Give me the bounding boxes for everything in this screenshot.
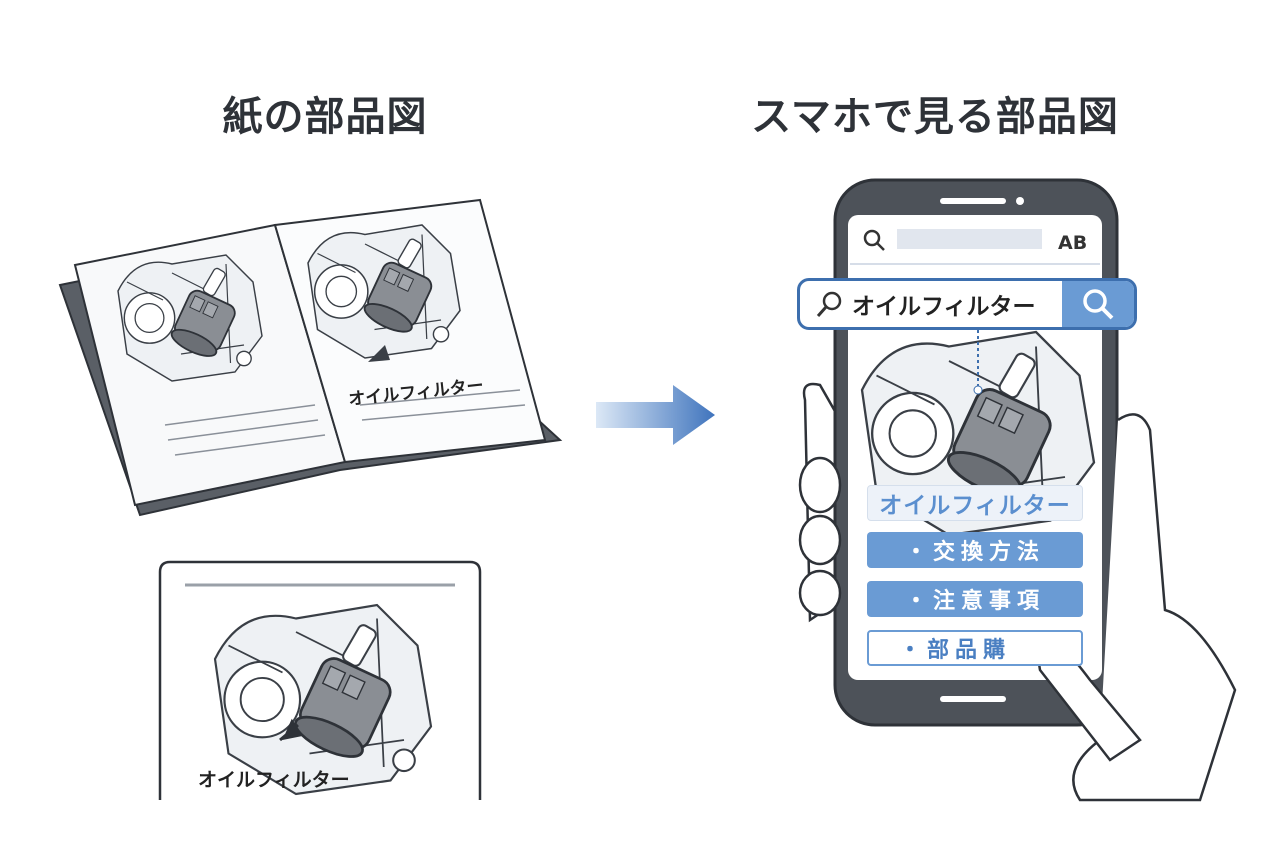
phone-diagram-title: スマホで見る部品図 — [751, 94, 1119, 140]
result-title: オイルフィルター — [867, 485, 1083, 521]
card-part-label: オイルフィルター — [198, 769, 350, 791]
menu-item-replacement[interactable]: ・交換方法 — [867, 532, 1083, 568]
phone-header-text: AB — [1058, 232, 1088, 254]
paper-page-card — [158, 560, 482, 800]
search-icon — [1083, 289, 1114, 320]
search-input[interactable]: オイルフィルター — [852, 294, 1036, 320]
search-button[interactable] — [1062, 281, 1134, 327]
search-icon — [816, 291, 842, 317]
arrow-right-icon — [596, 385, 715, 445]
paper-diagram-title: 紙の部品図 — [222, 94, 428, 140]
paper-book — [58, 198, 563, 517]
search-bar[interactable]: オイルフィルター — [797, 278, 1137, 330]
menu-item-parts-purchase[interactable]: ・部品購 — [867, 630, 1083, 666]
menu-item-cautions[interactable]: ・注意事項 — [867, 581, 1083, 617]
